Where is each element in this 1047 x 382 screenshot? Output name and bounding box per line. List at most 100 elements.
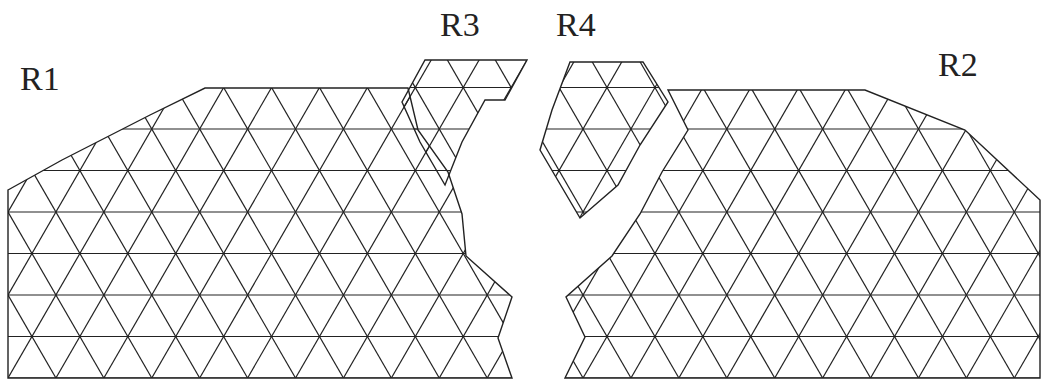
- mesh-edge: [918, 0, 1047, 378]
- mesh-edge: [0, 0, 95, 378]
- mesh-edge: [631, 0, 862, 378]
- mesh-edge: [0, 0, 95, 378]
- mesh-edge: [831, 0, 1047, 378]
- mesh-edge: [679, 0, 910, 378]
- region-label: R1: [20, 62, 60, 96]
- mesh-edge: [65, 0, 296, 378]
- mesh-edge: [296, 0, 527, 378]
- mesh-edge: [640, 0, 871, 378]
- mesh-edge: [487, 0, 718, 378]
- mesh-edge: [0, 0, 104, 378]
- mesh-edge: [256, 0, 487, 378]
- mesh-edge: [831, 0, 1047, 378]
- mesh-edge: [391, 0, 622, 378]
- mesh-edge: [304, 0, 535, 378]
- mesh-edge: [248, 0, 479, 378]
- region-label: R3: [440, 8, 480, 42]
- mesh-edge: [439, 0, 670, 378]
- mesh-edge: [0, 253, 1047, 254]
- mesh-edge: [1014, 0, 1047, 378]
- mesh-edge: [0, 0, 104, 378]
- mesh-edge: [688, 0, 919, 378]
- mesh-edge: [487, 0, 718, 378]
- mesh-edge: [0, 0, 8, 378]
- mesh-edge: [0, 128, 1047, 129]
- mesh-edge: [0, 0, 152, 378]
- mesh-edge: [0, 45, 1047, 46]
- mesh-edge: [0, 0, 8, 378]
- mesh-edge: [439, 0, 670, 378]
- mesh-edge: [1014, 0, 1047, 378]
- mesh-edge: [448, 0, 679, 378]
- mesh-edge: [200, 0, 431, 378]
- mesh-edge: [256, 0, 487, 378]
- region-boundary: [402, 60, 527, 185]
- region-label: R4: [556, 8, 596, 42]
- mesh-edge: [1023, 0, 1047, 378]
- mesh-edge: [871, 0, 1047, 378]
- mesh-edge: [775, 0, 1006, 378]
- mesh-edge: [0, 0, 56, 378]
- mesh-edge: [0, 0, 95, 378]
- mesh-edge: [592, 0, 823, 378]
- mesh-edge: [871, 0, 1047, 378]
- mesh-edge: [8, 0, 239, 378]
- mesh-edge: [448, 0, 679, 378]
- mesh-edge: [831, 0, 1047, 378]
- mesh-edge: [256, 0, 487, 378]
- mesh-edge: [0, 170, 1047, 171]
- mesh-edge: [0, 4, 1047, 5]
- mesh-edge: [583, 0, 814, 378]
- mesh-edge: [56, 0, 287, 378]
- mesh-edge: [17, 0, 248, 378]
- mesh-edge: [439, 0, 670, 378]
- mesh-edge: [113, 0, 344, 378]
- mesh-edge: [0, 45, 1047, 46]
- mesh-edge: [775, 0, 1006, 378]
- mesh-edge: [8, 0, 239, 378]
- mesh-edge: [17, 0, 248, 378]
- mesh-edge: [496, 0, 727, 378]
- mesh-edge: [0, 0, 152, 378]
- mesh-edge: [208, 0, 439, 378]
- region-boundary: [540, 62, 668, 218]
- mesh-edge: [0, 87, 1047, 88]
- mesh-edge: [735, 0, 966, 378]
- mesh-edge: [160, 0, 391, 378]
- mesh-edge: [208, 0, 439, 378]
- mesh-edge: [343, 0, 574, 378]
- mesh-edge: [0, 0, 56, 378]
- mesh-edge: [871, 0, 1047, 378]
- mesh-edge: [640, 0, 871, 378]
- mesh-edge: [0, 0, 8, 378]
- mesh-edge: [0, 294, 1047, 295]
- mesh-edge: [879, 0, 1047, 378]
- mesh-edge: [583, 0, 814, 378]
- mesh-edge: [544, 0, 775, 378]
- mesh-edge: [0, 0, 191, 378]
- mesh-edge: [0, 336, 1047, 337]
- mesh-edge: [918, 0, 1047, 378]
- mesh-edge: [391, 0, 622, 378]
- mesh-edge: [927, 0, 1047, 378]
- mesh-edge: [343, 0, 574, 378]
- mesh-edge: [496, 0, 727, 378]
- mesh-edge: [966, 0, 1047, 378]
- mesh-edge: [343, 0, 574, 378]
- mesh-edge: [0, 294, 1047, 295]
- mesh-edge: [0, 253, 1047, 254]
- mesh-edge: [496, 0, 727, 378]
- mesh-edge: [879, 0, 1047, 378]
- mesh-edge: [160, 0, 391, 378]
- mesh-edge: [0, 377, 1047, 378]
- mesh-edge: [160, 0, 391, 378]
- mesh-edge: [0, 0, 143, 378]
- mesh-edge: [0, 0, 47, 378]
- mesh-edge: [544, 0, 775, 378]
- mesh-edge: [296, 0, 527, 378]
- mesh-edge: [0, 336, 1047, 337]
- mesh-edge: [0, 211, 1047, 212]
